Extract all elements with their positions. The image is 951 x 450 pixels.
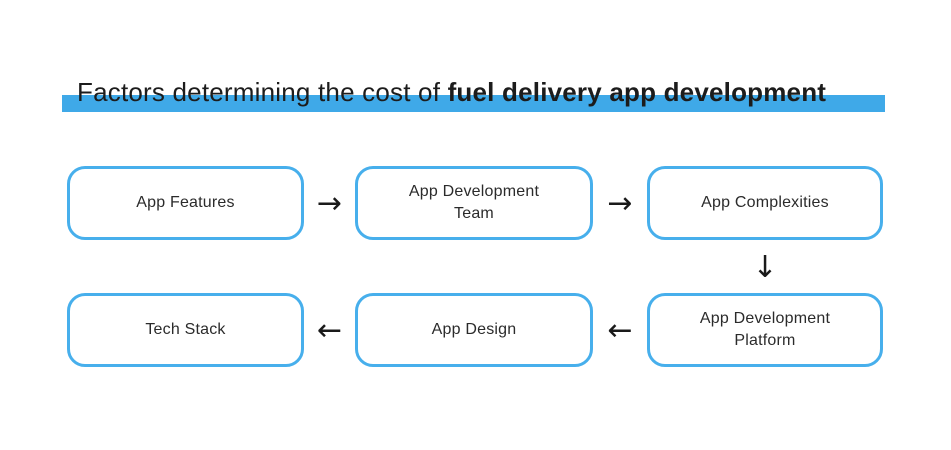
title-regular-text: Factors determining the cost of	[77, 77, 448, 107]
flow-box-label: App Development Team	[408, 183, 540, 222]
arrow-down-icon: ↓	[752, 249, 778, 285]
page-title: Factors determining the cost of fuel del…	[77, 78, 826, 107]
flow-box-app-features: App Features	[67, 166, 304, 240]
arrow-right-icon: →	[316, 185, 343, 221]
flow-box-label: App Complexities	[701, 194, 829, 212]
flow-box-tech-stack: Tech Stack	[67, 293, 304, 367]
flow-box-label: App Design	[431, 321, 517, 339]
flow-box-label: App Features	[136, 194, 235, 212]
flow-box-label: Tech Stack	[145, 321, 226, 339]
title-highlight-bar	[62, 95, 885, 112]
flow-box-app-development-team: App Development Team	[355, 166, 593, 240]
arrow-right-icon: →	[607, 185, 633, 221]
arrow-left-icon: ←	[316, 312, 343, 348]
arrow-left-icon: ←	[607, 312, 633, 348]
flow-box-app-development-platform: App Development Platform	[647, 293, 883, 367]
flow-box-app-design: App Design	[355, 293, 593, 367]
title-block: Factors determining the cost of fuel del…	[0, 0, 951, 130]
title-bold-text: fuel delivery app development	[447, 77, 827, 107]
flow-box-label: App Development Platform	[699, 310, 831, 349]
flow-box-app-complexities: App Complexities	[647, 166, 883, 240]
